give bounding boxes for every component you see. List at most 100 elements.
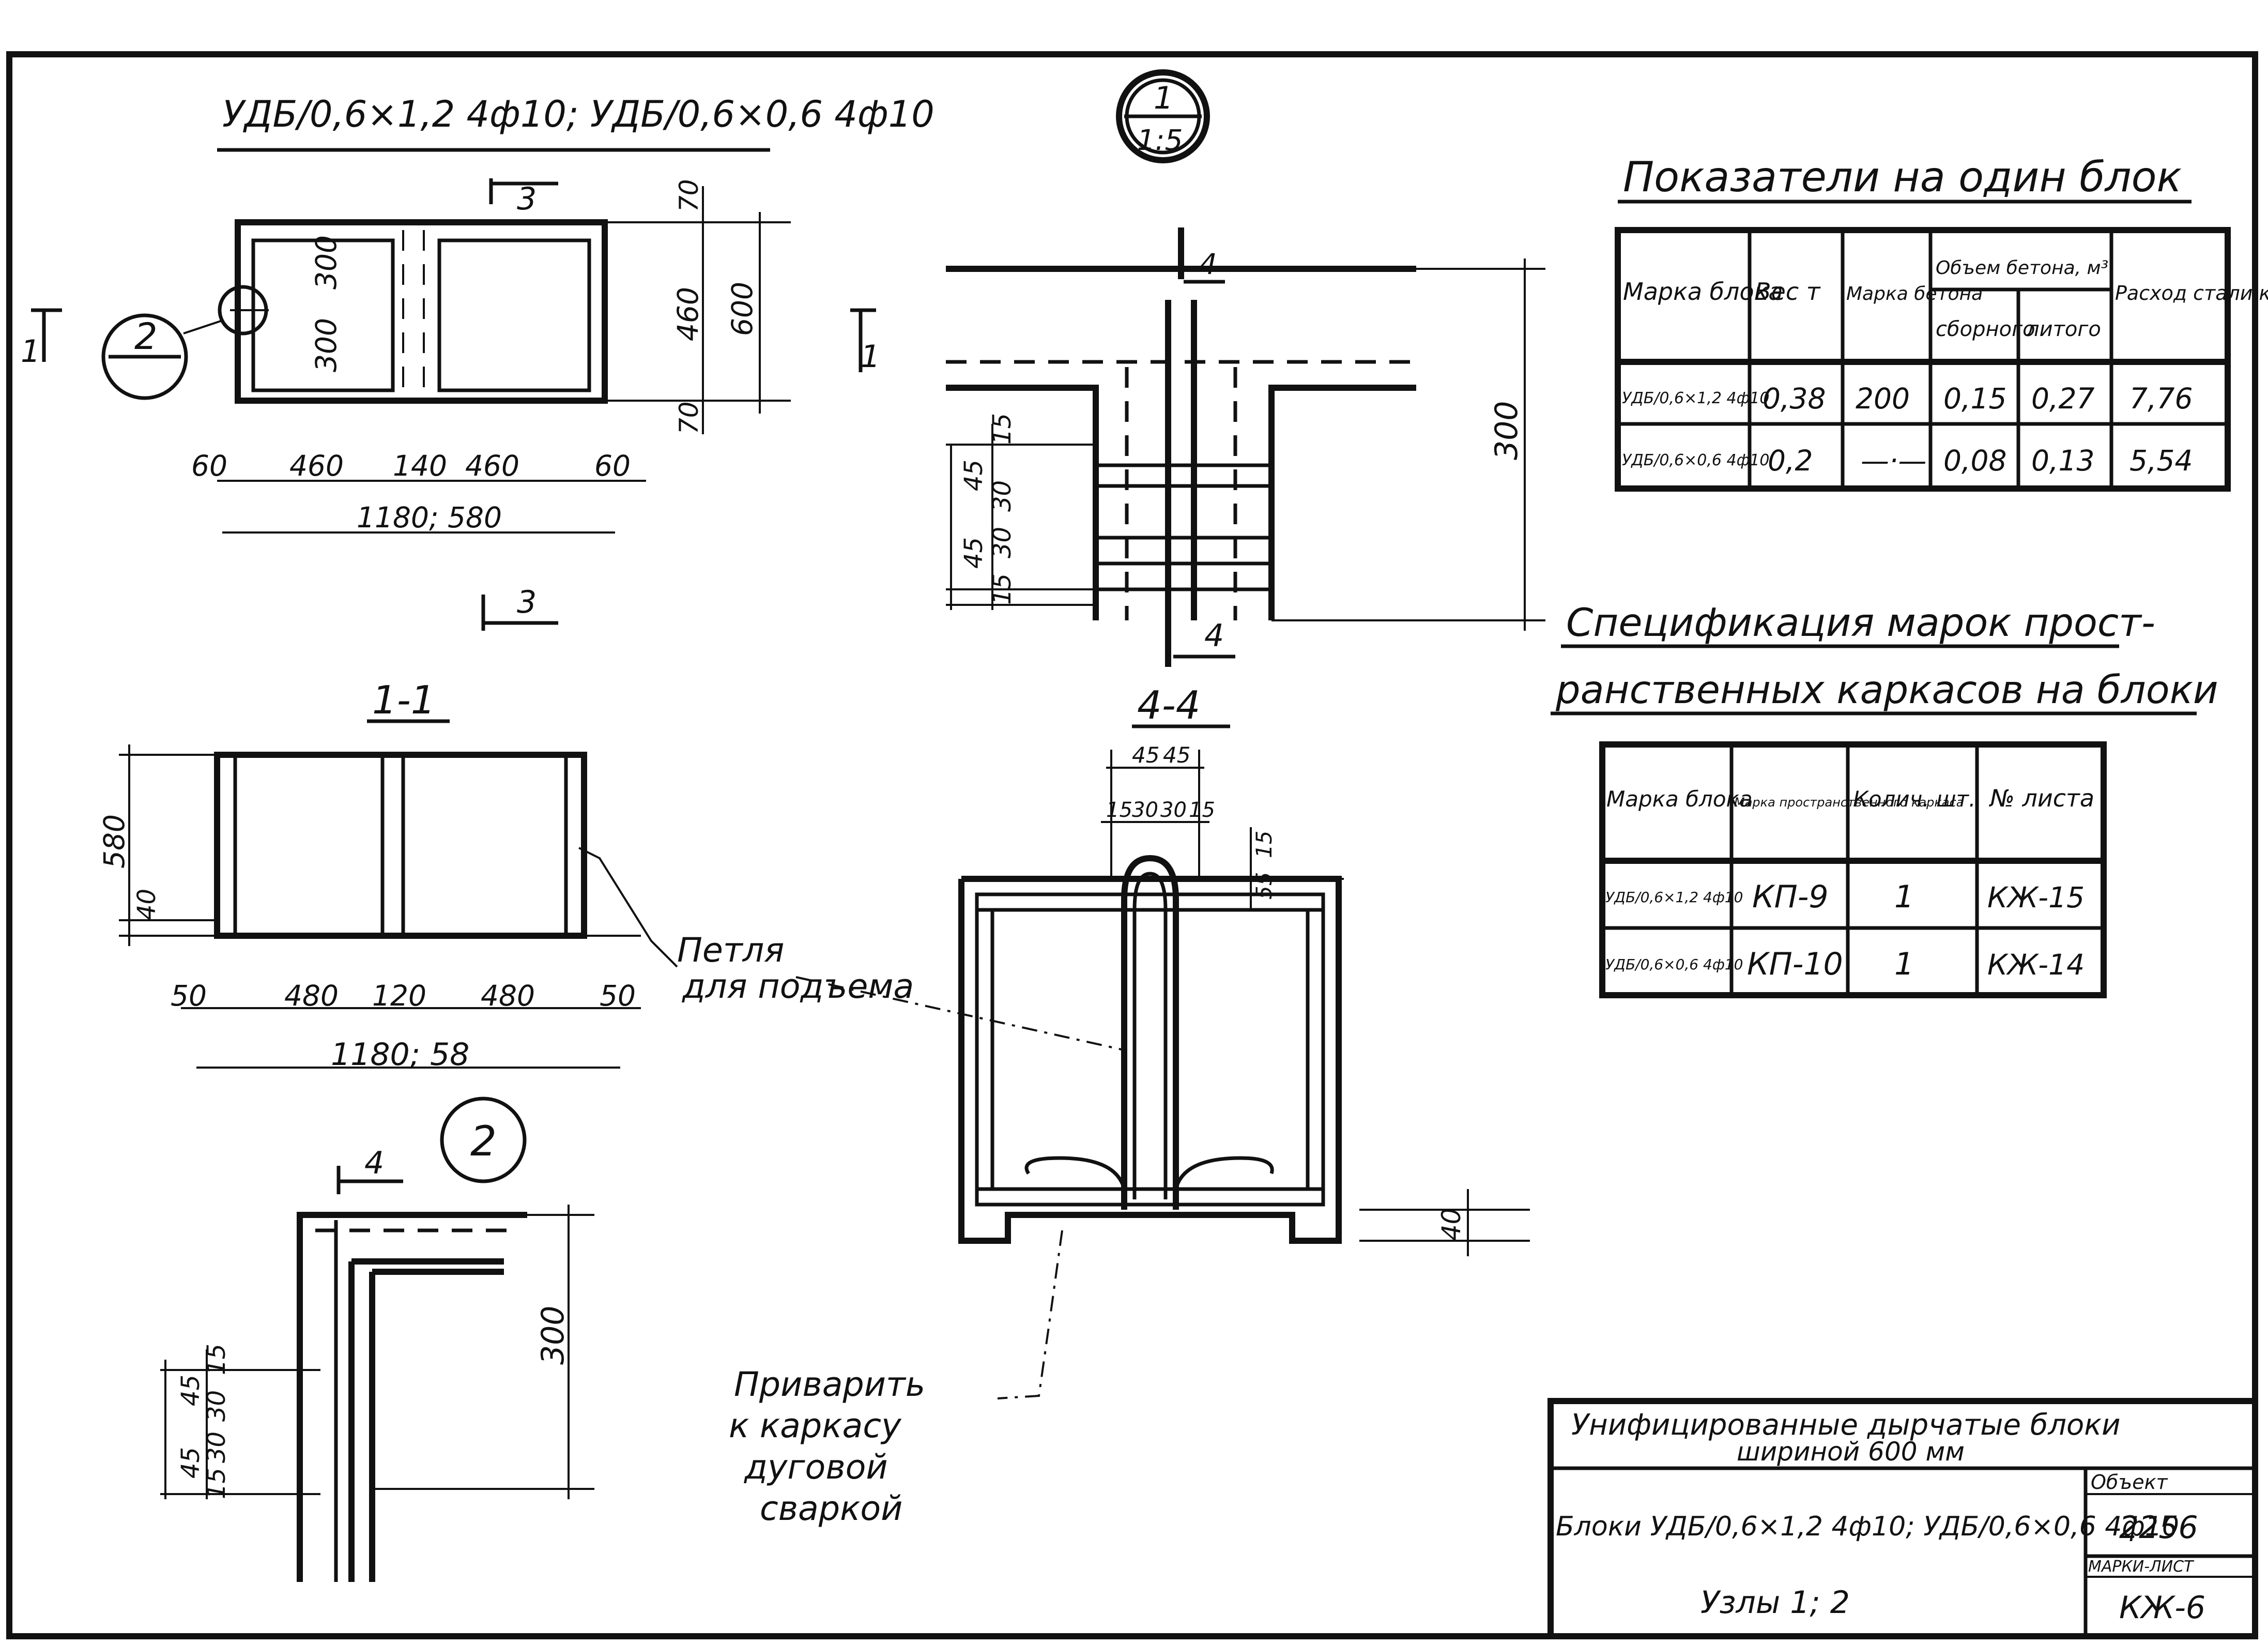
spec-h-mark: Марка блока xyxy=(1606,786,1753,812)
weld-note-line4: сваркой xyxy=(760,1489,902,1528)
sheet-frame xyxy=(6,51,2258,1639)
sheet-label: МАРКИ-ЛИСТ xyxy=(2088,1558,2195,1576)
section11-dim-480-left: 480 xyxy=(284,979,339,1012)
spec-table: Спецификация марок прост- ранственных ка… xyxy=(1551,600,2218,998)
spec-r1-frame: КП-9 xyxy=(1752,879,1829,915)
detail1-dim-15-bottom: 15 xyxy=(988,573,1017,605)
detail1-cut-4-top: 4 xyxy=(1199,248,1217,281)
detail2-dim-300: 300 xyxy=(535,1305,571,1365)
spec-h-sheet: № листа xyxy=(1988,784,2094,812)
spec-title-1: Спецификация марок прост- xyxy=(1566,600,2155,645)
ind-r1-concrete: 200 xyxy=(1856,382,1910,415)
ind-r2-steel: 5,54 xyxy=(2129,444,2193,477)
ind-r2-concrete: —·— xyxy=(1861,444,1926,477)
weld-note: Приварить к каркасу дуговой сваркой xyxy=(729,1365,925,1528)
plan-dim-460-left: 460 xyxy=(289,449,344,482)
spec-r1-mark: УДБ/0,6×1,2 4ф10 xyxy=(1605,889,1743,906)
section11-dim-total: 1180; 58 xyxy=(331,1037,469,1073)
ind-r1-steel: 7,76 xyxy=(2129,382,2193,415)
ind-h-volume-cast: литого xyxy=(2026,317,2101,341)
indicators-title: Показатели на один блок xyxy=(1623,153,2182,201)
plan-dim-70-top: 70 xyxy=(674,179,704,212)
weld-note-line1: Приварить xyxy=(734,1365,925,1404)
section11-dim-40: 40 xyxy=(132,889,161,920)
callout-2-circle-label: 2 xyxy=(134,315,158,358)
callout-1-number: 1 xyxy=(1154,80,1173,116)
section11-dim-480-right: 480 xyxy=(481,979,535,1012)
title-line2: шириной 600 мм xyxy=(1737,1437,1965,1467)
ind-h-steel: Расход стали кг xyxy=(2115,282,2268,305)
section44-dim-45-a: 45 xyxy=(1132,742,1159,768)
detail2-dim-15-top: 15 xyxy=(202,1344,231,1375)
plan-dim-60-right: 60 xyxy=(594,449,631,482)
section11-dim-50-left: 50 xyxy=(171,979,207,1012)
detail1-dim-45-a: 45 xyxy=(959,460,988,491)
title-nodes: Узлы 1; 2 xyxy=(1700,1585,1850,1621)
plan-dim-460: 460 xyxy=(671,287,704,341)
spec-r2-frame: КП-10 xyxy=(1747,946,1843,982)
section44-dim-30-b: 30 xyxy=(1160,798,1187,822)
section-mark-3-top: 3 xyxy=(517,181,537,217)
section44-dim-45-b: 45 xyxy=(1163,742,1190,768)
detail-2-view: 2 4 300 15 45 30 30 45 15 xyxy=(160,1097,594,1582)
ind-r2-weight: 0,2 xyxy=(1768,444,1813,477)
plan-dim-60-left: 60 xyxy=(191,449,227,482)
ind-r2-precast: 0,08 xyxy=(1943,444,2006,477)
ind-r1-weight: 0,38 xyxy=(1763,382,1826,415)
detail1-dim-30-a: 30 xyxy=(988,480,1017,512)
ind-h-mark: Марка блока xyxy=(1623,278,1783,306)
ind-h-concrete: Марка бетона xyxy=(1846,283,1983,305)
spec-h-qty: Колич. шт. xyxy=(1853,786,1975,812)
ind-r2-mark: УДБ/0,6×0,6 4ф10 xyxy=(1622,451,1769,469)
title-line1: Унифицированные дырчатые блоки xyxy=(1571,1408,2121,1442)
ind-r1-cast: 0,27 xyxy=(2031,382,2094,415)
section-mark-3-bottom: 3 xyxy=(517,584,537,620)
detail2-dim-45-b: 45 xyxy=(176,1447,205,1479)
section44-dim-40: 40 xyxy=(1436,1208,1466,1241)
object-label: Объект xyxy=(2091,1471,2169,1494)
spec-title-2: ранственных каркасов на блоки xyxy=(1555,667,2218,712)
section44-dim-15: 15 xyxy=(1251,831,1277,858)
section-1-1-title: 1-1 xyxy=(372,677,436,723)
detail1-cut-1: 1 xyxy=(861,339,880,375)
block-plan-view: УДБ/0,6×1,2 4ф10; УДБ/0,6×0,6 4ф10 300 3… xyxy=(21,93,934,631)
detail2-dim-15-bottom: 15 xyxy=(202,1468,231,1499)
section44-dim-30-a: 30 xyxy=(1132,798,1158,822)
object-value: 2256 xyxy=(2119,1510,2198,1546)
ind-h-weight: Вес т xyxy=(1755,278,1821,306)
weld-note-line2: к каркасу xyxy=(729,1407,902,1445)
spec-r1-qty: 1 xyxy=(1894,879,1914,915)
detail2-dim-30-a: 30 xyxy=(202,1390,231,1422)
detail1-dim-30-b: 30 xyxy=(988,527,1017,558)
spec-r1-sheet: КЖ-15 xyxy=(1987,881,2085,914)
detail1-cut-4-bottom: 4 xyxy=(1204,618,1224,654)
detail2-dim-30-b: 30 xyxy=(202,1432,231,1463)
ind-h-volume: Объем бетона, м³ xyxy=(1936,257,2108,279)
detail-1-view: 1 1:5 4 4 1 300 15 xyxy=(850,69,1545,667)
ind-r2-cast: 0,13 xyxy=(2031,444,2094,477)
ind-r1-precast: 0,15 xyxy=(1943,382,2006,415)
sheet-value: КЖ-6 xyxy=(2119,1590,2205,1626)
plan-dim-460-right: 460 xyxy=(465,449,519,482)
title-block: Унифицированные дырчатые блоки шириной 6… xyxy=(1547,1398,2258,1639)
plan-dim-300-lower: 300 xyxy=(310,318,343,372)
detail-2-number: 2 xyxy=(470,1117,497,1165)
weld-note-line3: дуговой xyxy=(744,1448,888,1487)
plan-dim-total: 1180; 580 xyxy=(357,501,502,534)
loop-note-line1: Петля xyxy=(677,931,784,970)
plan-dim-140: 140 xyxy=(393,449,447,482)
spec-r2-qty: 1 xyxy=(1894,946,1914,982)
loop-note-line2: для подъема xyxy=(682,967,914,1006)
plan-dim-300-upper: 300 xyxy=(310,235,343,290)
callout-1-scale: 1:5 xyxy=(1137,124,1183,157)
block-marks-label: УДБ/0,6×1,2 4ф10; УДБ/0,6×0,6 4ф10 xyxy=(222,93,934,135)
detail2-dim-45-a: 45 xyxy=(176,1375,205,1406)
section11-dim-120: 120 xyxy=(372,979,426,1012)
section-1-1-view: 1-1 580 40 50 480 120 480 50 1180; 58 xyxy=(98,677,678,1073)
detail2-cut-4: 4 xyxy=(364,1145,384,1181)
title-blocks: Блоки УДБ/0,6×1,2 4ф10; УДБ/0,6×0,6 4ф10 xyxy=(1556,1511,2179,1542)
spec-r2-mark: УДБ/0,6×0,6 4ф10 xyxy=(1605,956,1743,973)
spec-r2-sheet: КЖ-14 xyxy=(1987,948,2085,981)
section11-dim-580: 580 xyxy=(98,814,131,869)
